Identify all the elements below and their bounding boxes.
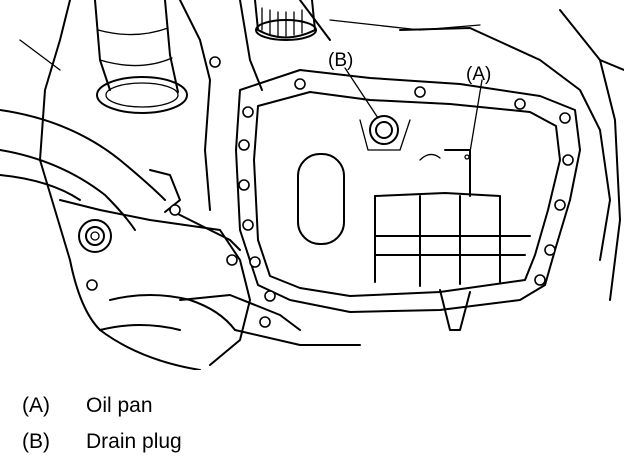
legend-row-b: (B) Drain plug xyxy=(22,424,442,460)
oil-filter xyxy=(254,0,317,41)
legend-key-a: (A) xyxy=(22,394,50,417)
legend-label-oil-pan: Oil pan xyxy=(86,394,153,417)
pan-bolts xyxy=(86,56,574,328)
leader-lines xyxy=(344,67,483,153)
exhaust-pipe xyxy=(94,0,188,114)
transmission-housing xyxy=(59,199,361,370)
coolant-pipe xyxy=(0,109,181,231)
callout-b: (B) xyxy=(328,50,353,71)
oil-pan-drain-plug-illustration: (B) (A) xyxy=(0,0,624,370)
legend-label-drain-plug: Drain plug xyxy=(86,430,182,453)
callout-a: (A) xyxy=(466,64,491,85)
drain-plug xyxy=(359,115,411,151)
legend-row-a: (A) Oil pan xyxy=(22,388,442,424)
parts-legend: (A) Oil pan (B) Drain plug xyxy=(22,388,442,460)
legend-key-b: (B) xyxy=(22,430,50,453)
engine-background-linework xyxy=(19,0,624,301)
pan-flange xyxy=(235,69,581,313)
